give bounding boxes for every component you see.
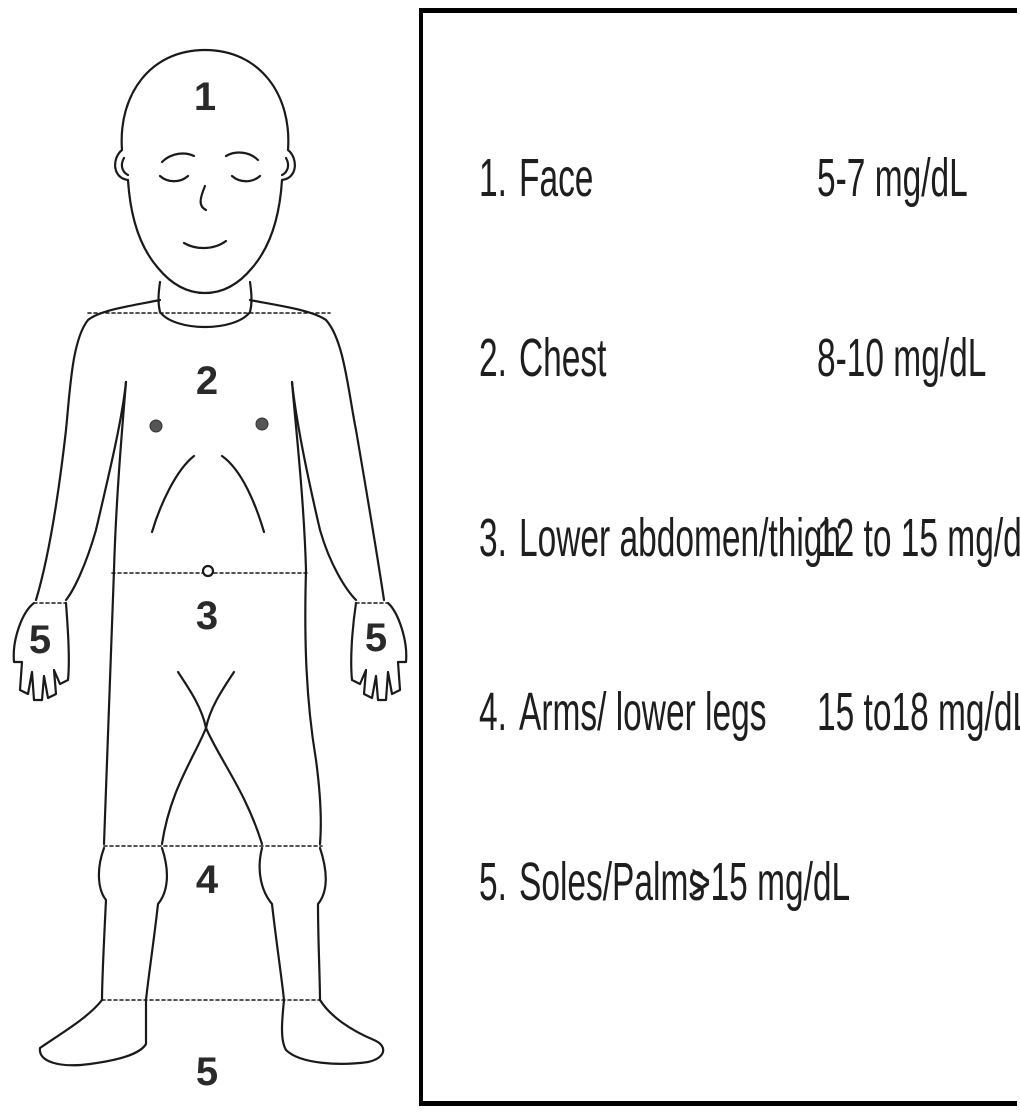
eyebrow-right <box>226 153 258 160</box>
legend-value: 15 to18 mg/dL <box>817 685 1020 739</box>
mouth <box>184 241 226 248</box>
groin <box>178 672 234 728</box>
infant-body-diagram <box>0 0 420 1113</box>
nipple-right <box>256 418 268 430</box>
navel <box>203 566 213 576</box>
eye-left <box>160 176 188 181</box>
left-foot <box>40 1000 146 1065</box>
right-foot <box>282 1000 383 1064</box>
legend-number: 3. <box>479 511 507 565</box>
right-hip <box>305 570 320 844</box>
legend-row: 4. Arms/ lower legs 15 to18 mg/dL <box>423 685 1020 815</box>
right-lower-leg <box>260 848 284 1000</box>
legend-row: 5. Soles/Palms >15 mg/dL <box>423 855 1020 985</box>
nipple-left <box>150 420 162 432</box>
legend-row: 3. Lower abdomen/thigh 12 to 15 mg/dL <box>423 511 1020 641</box>
zone-label-chest: 2 <box>196 361 218 401</box>
legend-region: Face <box>519 151 593 205</box>
zone-label-lower-legs: 4 <box>196 860 218 900</box>
legend-value: 8-10 mg/dL <box>817 331 986 385</box>
legend-region: Chest <box>519 331 606 385</box>
zone-legend-panel: 1. Face 5-7 mg/dL 2. Chest 8-10 mg/dL 3.… <box>419 8 1017 1106</box>
legend-number: 4. <box>479 685 507 739</box>
zone-label-right-palm: 5 <box>365 618 387 658</box>
legend-number: 2. <box>479 331 507 385</box>
legend-region: Soles/Palms <box>519 855 705 909</box>
legend-value: >15 mg/dL <box>691 855 850 909</box>
zone-label-head: 1 <box>194 77 216 117</box>
eye-right <box>232 176 260 181</box>
right-arm-outer <box>250 300 384 600</box>
legend-value: 12 to 15 mg/dL <box>817 511 1020 565</box>
legend-row: 2. Chest 8-10 mg/dL <box>423 331 1020 461</box>
left-arm-outer <box>36 300 160 600</box>
left-lower-leg <box>99 848 106 1000</box>
zone-label-left-palm: 5 <box>29 620 51 660</box>
zone-label-soles: 5 <box>196 1052 218 1092</box>
legend-region: Lower abdomen/thigh <box>519 511 841 565</box>
legend-number: 1. <box>479 151 507 205</box>
legend-value: 5-7 mg/dL <box>817 151 968 205</box>
eyebrow-left <box>162 154 194 162</box>
legend-number: 5. <box>479 855 507 909</box>
left-hip <box>104 570 114 844</box>
legend-row: 1. Face 5-7 mg/dL <box>423 151 1020 281</box>
nose <box>201 186 206 210</box>
zone-label-lower-abdomen: 3 <box>196 596 218 636</box>
legend-region: Arms/ lower legs <box>519 685 766 739</box>
